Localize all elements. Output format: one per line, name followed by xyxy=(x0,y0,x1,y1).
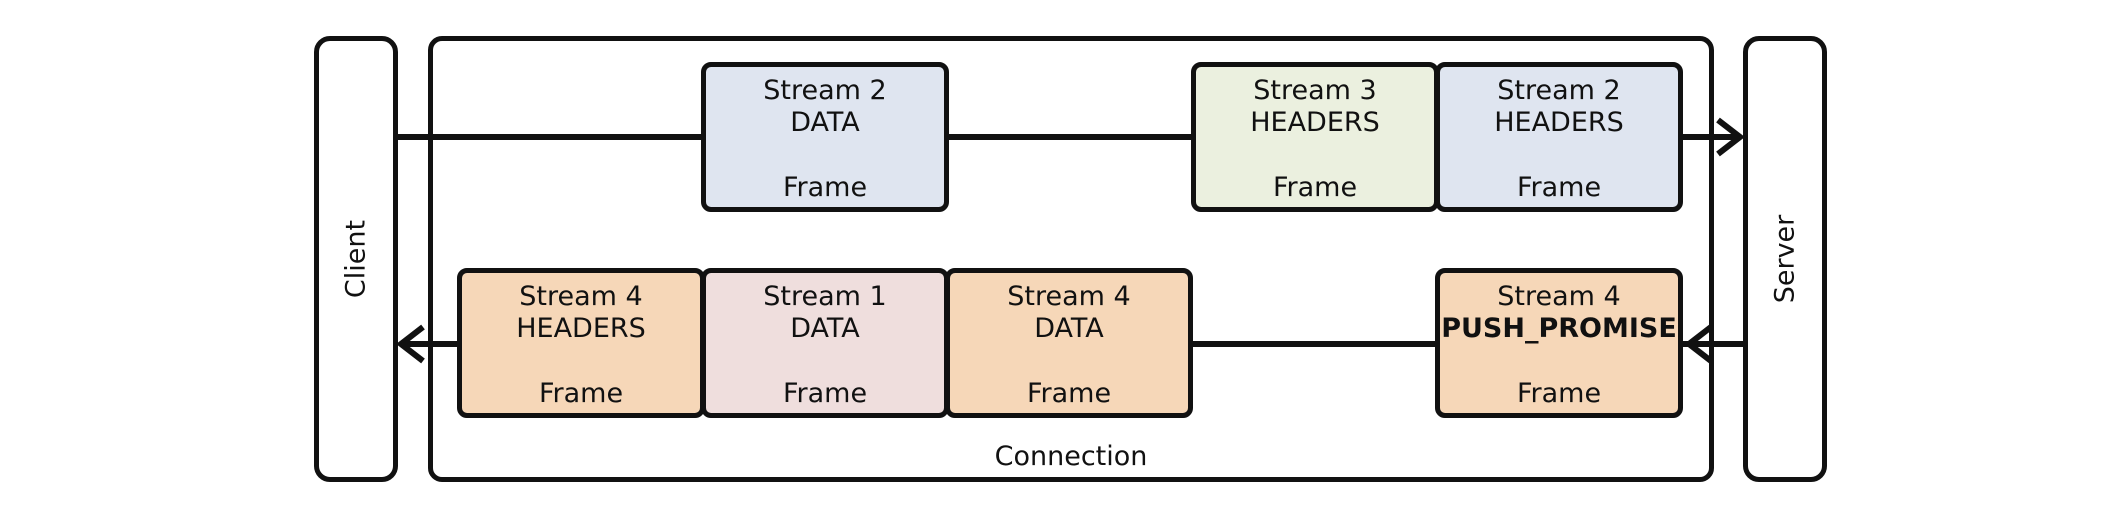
frame-stream3-headers: Stream 3 HEADERS Frame xyxy=(1191,62,1439,212)
frame-stream2-data: Stream 2 DATA Frame xyxy=(701,62,949,212)
server-endpoint: Server xyxy=(1743,36,1827,482)
frame-type-label: HEADERS xyxy=(516,313,646,344)
frame-stream4-push-promise: Stream 4 PUSH_PROMISE Frame xyxy=(1435,268,1683,418)
frame-caption: Frame xyxy=(1516,378,1602,409)
connection-label: Connection xyxy=(994,441,1148,472)
frame-caption: Frame xyxy=(538,378,624,409)
frame-stream4-data: Stream 4 DATA Frame xyxy=(945,268,1193,418)
frame-caption: Frame xyxy=(782,172,868,203)
frame-stream4-headers: Stream 4 HEADERS Frame xyxy=(457,268,705,418)
frame-stream-label: Stream 3 xyxy=(1253,75,1377,106)
frame-stream-label: Stream 4 xyxy=(1497,281,1621,312)
frame-stream-label: Stream 4 xyxy=(519,281,643,312)
bottom-arrowhead-left xyxy=(396,324,425,364)
frame-type-label: HEADERS xyxy=(1250,107,1380,138)
frame-stream-label: Stream 4 xyxy=(1007,281,1131,312)
frame-stream-label: Stream 2 xyxy=(763,75,887,106)
frame-stream1-data: Stream 1 DATA Frame xyxy=(701,268,949,418)
frame-type-label: PUSH_PROMISE xyxy=(1441,313,1677,344)
frame-type-label: DATA xyxy=(1034,313,1104,344)
frame-caption: Frame xyxy=(1272,172,1358,203)
frame-stream2-headers: Stream 2 HEADERS Frame xyxy=(1435,62,1683,212)
frame-stream-label: Stream 1 xyxy=(763,281,887,312)
bottom-arrowhead-server-side xyxy=(1684,324,1713,364)
client-endpoint: Client xyxy=(314,36,398,482)
frame-type-label: DATA xyxy=(790,107,860,138)
frame-caption: Frame xyxy=(782,378,868,409)
frame-type-label: DATA xyxy=(790,313,860,344)
frame-caption: Frame xyxy=(1516,172,1602,203)
frame-type-label: HEADERS xyxy=(1494,107,1624,138)
frame-caption: Frame xyxy=(1026,378,1112,409)
top-arrowhead-right xyxy=(1716,117,1745,157)
frame-stream-label: Stream 2 xyxy=(1497,75,1621,106)
